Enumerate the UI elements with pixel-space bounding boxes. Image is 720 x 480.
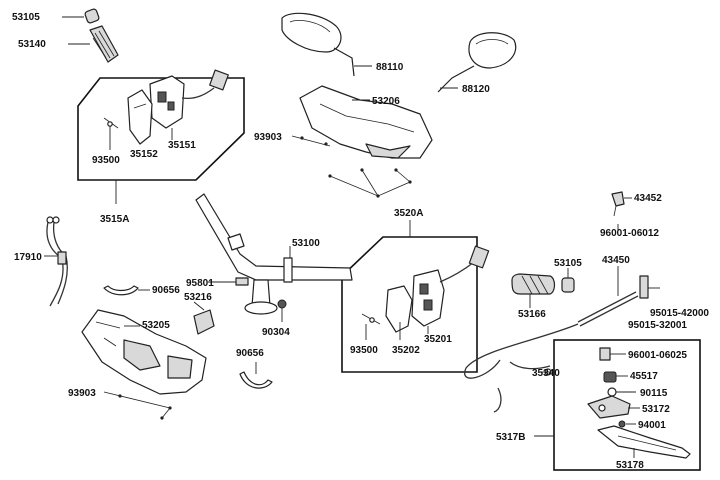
label-35201: 35201 [424, 334, 452, 345]
handlebar-upper-cover-part [299, 85, 433, 159]
handlebar-lower-cover-part [81, 309, 207, 395]
lever-bracket-53172 [587, 395, 640, 419]
bracket-53216 [193, 301, 215, 335]
label-35151: 35151 [168, 140, 196, 151]
brake-cable-part [464, 266, 639, 413]
handlebar-part [195, 193, 353, 315]
label-35152: 35152 [130, 149, 158, 160]
label-45517: 45517 [630, 371, 658, 382]
screws-93903-lower [103, 391, 172, 420]
brake-lever-part [597, 425, 691, 459]
left-grip-part [68, 25, 119, 63]
label-93903-upper: 93903 [254, 132, 282, 143]
label-17910: 17910 [14, 252, 42, 263]
label-53216: 53216 [184, 292, 212, 303]
label-43452: 43452 [634, 193, 662, 204]
label-35340: 35340 [532, 368, 560, 379]
group-box-3520a [341, 236, 478, 373]
label-96001-06025: 96001-06025 [628, 350, 687, 361]
label-53205: 53205 [142, 320, 170, 331]
left-switch-housing-part [149, 69, 229, 140]
bolt-95801 [208, 277, 249, 286]
label-53100: 53100 [292, 238, 320, 249]
screws-93903-upper [291, 135, 412, 198]
clip-90656-upper [103, 285, 150, 296]
bracket-43452 [611, 191, 632, 217]
screw-93500-left [103, 117, 119, 150]
label-53140: 53140 [18, 39, 46, 50]
label-90656-upper: 90656 [152, 285, 180, 296]
label-95015-32001: 95015-32001 [628, 320, 687, 331]
group-box-5317b [553, 339, 701, 471]
right-switch-cover-part [385, 285, 413, 333]
label-93500-left: 93500 [92, 155, 120, 166]
label-35202: 35202 [392, 345, 420, 356]
label-90656-lower: 90656 [236, 348, 264, 359]
label-96001-06012: 96001-06012 [600, 228, 659, 239]
label-53206: 53206 [372, 96, 400, 107]
nut-90115 [607, 387, 636, 397]
label-53166: 53166 [518, 309, 546, 320]
label-53172: 53172 [642, 404, 670, 415]
label-90304: 90304 [262, 327, 290, 338]
label-93500-right: 93500 [350, 345, 378, 356]
grip-end-cap-right [561, 268, 575, 293]
right-grip-part [511, 273, 556, 308]
screw-93500-right [361, 313, 381, 340]
group-box-3515a [77, 77, 245, 181]
label-43450: 43450 [602, 255, 630, 266]
left-mirror-part [281, 12, 372, 77]
label-53178: 53178 [616, 460, 644, 471]
adjuster-95015 [639, 275, 660, 299]
right-switch-housing-part [411, 245, 490, 334]
switch-45517 [603, 371, 628, 383]
pin-94001 [618, 420, 636, 428]
label-94001: 94001 [638, 420, 666, 431]
label-53105-right: 53105 [554, 258, 582, 269]
bolt-96001-06025 [599, 347, 626, 361]
label-3515a: 3515A [100, 214, 129, 225]
left-switch-cover-part [127, 89, 153, 145]
label-95801: 95801 [186, 278, 214, 289]
label-5317b: 5317B [496, 432, 525, 443]
right-mirror-part [437, 32, 517, 93]
throttle-cable-part [44, 216, 68, 307]
nut-90304 [277, 299, 287, 322]
label-88110: 88110 [376, 62, 404, 73]
label-93903-lower: 93903 [68, 388, 96, 399]
label-53105-top: 53105 [12, 12, 40, 23]
label-90115: 90115 [640, 388, 668, 399]
clip-90656-lower [239, 362, 273, 389]
label-3520a: 3520A [394, 208, 423, 219]
grip-end-cap-part [62, 8, 100, 24]
label-95015-42000: 95015-42000 [650, 308, 709, 319]
label-88120: 88120 [462, 84, 490, 95]
